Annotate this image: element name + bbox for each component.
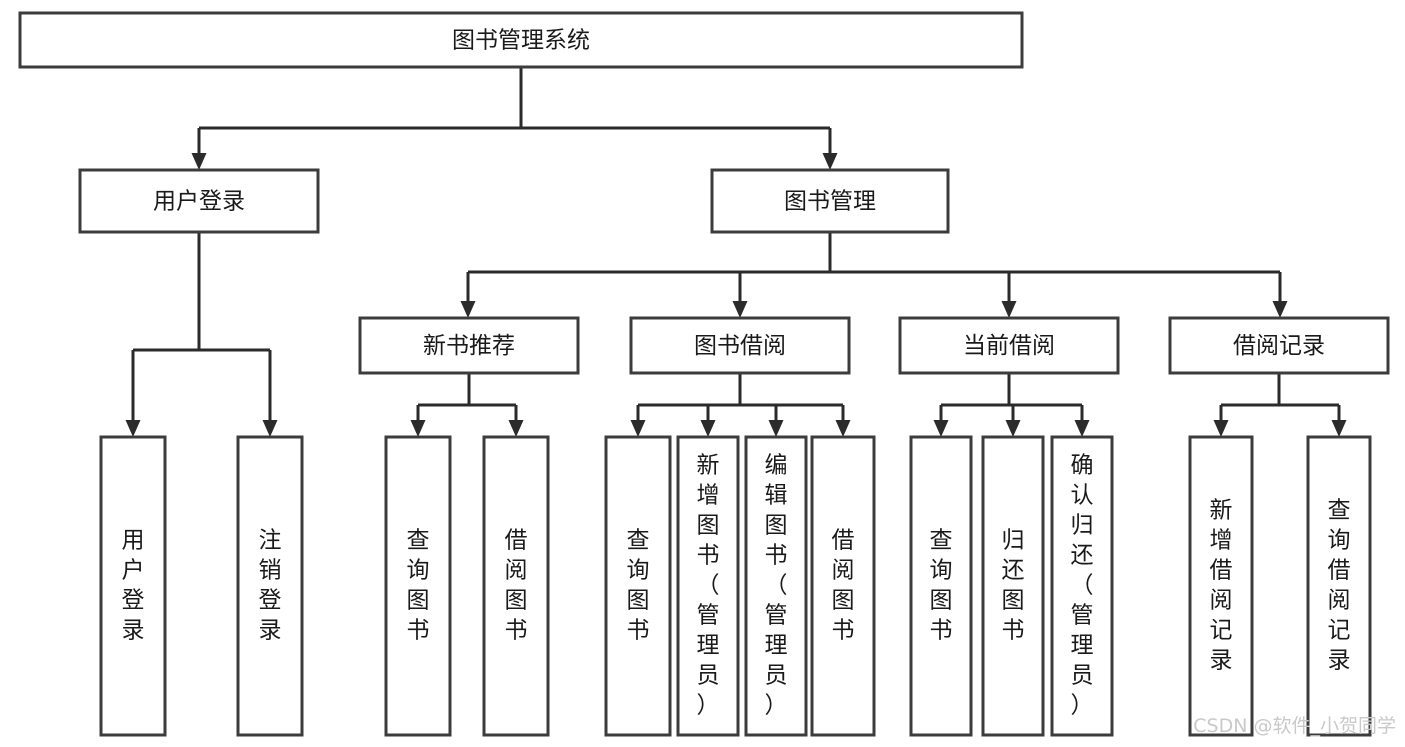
leaf-node-e69fa5e8afa2e59bbee4b9a6[interactable]: 查询图书 bbox=[909, 435, 973, 737]
connector-current-borrow-to-leaves bbox=[933, 373, 1090, 437]
leaf-node-e5809fe99885e59bbee4b9a6[interactable]: 借阅图书 bbox=[810, 435, 876, 737]
node-label: 用户登录 bbox=[122, 528, 145, 644]
node-label: 借阅记录 bbox=[1233, 333, 1325, 359]
leaf-node-e7bc96e8be91e59bbee4b9a6efbc[interactable]: 编辑图书（管理员） bbox=[744, 435, 808, 737]
leaf-node-e5809fe99885e59bbee4b9a6[interactable]: 借阅图书 bbox=[482, 435, 550, 737]
node-label: 借阅图书 bbox=[505, 528, 528, 644]
node-label: 用户登录 bbox=[153, 189, 245, 215]
level2-node-e59bbee4b9a6e7aea1e79086[interactable]: 图书管理 bbox=[710, 168, 950, 234]
level3-node-e5bd93e5898de5809fe99885[interactable]: 当前借阅 bbox=[898, 316, 1120, 375]
level3-node-e5809fe99885e8aeb0e5bd95[interactable]: 借阅记录 bbox=[1168, 316, 1390, 375]
node-label: 借阅图书 bbox=[832, 528, 855, 644]
node-label: 图书借阅 bbox=[694, 333, 786, 359]
leaf-node-e5bd92e8bf98e59bbee4b9a6[interactable]: 归还图书 bbox=[981, 435, 1045, 737]
node-label: 新书推荐 bbox=[423, 333, 515, 359]
node-label: 当前借阅 bbox=[963, 333, 1055, 359]
node-label: 编辑图书（管理员） bbox=[765, 453, 788, 719]
leaf-node-e696b0e5a29ee5809fe99885e8ae[interactable]: 新增借阅记录 bbox=[1188, 435, 1254, 737]
node-label: 注销登录 bbox=[259, 528, 282, 644]
leaf-node-e794a8e688b7e799bbe5bd95[interactable]: 用户登录 bbox=[99, 435, 167, 737]
root-node-e59bbee4b9a6e7aea1e79086e7b3[interactable]: 图书管理系统 bbox=[18, 11, 1024, 69]
leaf-node-e69fa5e8afa2e5809fe99885e8ae[interactable]: 查询借阅记录 bbox=[1306, 435, 1372, 737]
leaf-node-e7a1aee8aea4e5bd92e8bf98efbc[interactable]: 确认归还（管理员） bbox=[1050, 435, 1114, 737]
csdn-watermark: CSDN @软件_小贺同学 bbox=[1193, 715, 1396, 737]
node-label: 查询图书 bbox=[627, 528, 650, 644]
connector-borrow-record-to-leaves bbox=[1213, 373, 1347, 437]
connector-layer bbox=[125, 67, 1347, 437]
node-label: 查询借阅记录 bbox=[1328, 498, 1351, 674]
node-label: 新增图书（管理员） bbox=[697, 453, 720, 719]
node-label: 图书管理 bbox=[784, 189, 876, 215]
node-label: 查询图书 bbox=[407, 528, 430, 644]
leaf-node-e69fa5e8afa2e59bbee4b9a6[interactable]: 查询图书 bbox=[604, 435, 672, 737]
level3-node-e59bbee4b9a6e5809fe99885[interactable]: 图书借阅 bbox=[629, 316, 851, 375]
connector-book-manage-to-level3 bbox=[460, 232, 1288, 318]
leaf-node-e69fa5e8afa2e59bbee4b9a6[interactable]: 查询图书 bbox=[384, 435, 452, 737]
leaf-node-e696b0e5a29ee59bbee4b9a6efbc[interactable]: 新增图书（管理员） bbox=[676, 435, 740, 737]
leaf-node-e6b3a8e99480e799bbe5bd95[interactable]: 注销登录 bbox=[236, 435, 304, 737]
node-label: 图书管理系统 bbox=[452, 28, 590, 54]
level3-node-e696b0e4b9a6e68ea8e88d90[interactable]: 新书推荐 bbox=[358, 316, 580, 375]
connector-user-login-to-leaves bbox=[125, 232, 278, 437]
connector-root-to-level2 bbox=[191, 67, 838, 170]
node-layer: 图书管理系统用户登录图书管理新书推荐图书借阅当前借阅借阅记录用户登录注销登录查询… bbox=[18, 11, 1390, 737]
node-label: 查询图书 bbox=[930, 528, 953, 644]
node-label: 新增借阅记录 bbox=[1210, 498, 1233, 674]
connector-book-borrow-to-leaves bbox=[630, 373, 851, 437]
connector-new-book-rec-to-leaves bbox=[410, 373, 524, 437]
node-label: 确认归还（管理员） bbox=[1071, 453, 1094, 719]
node-label: 归还图书 bbox=[1002, 528, 1025, 644]
level2-node-e794a8e688b7e799bbe5bd95[interactable]: 用户登录 bbox=[78, 168, 320, 234]
